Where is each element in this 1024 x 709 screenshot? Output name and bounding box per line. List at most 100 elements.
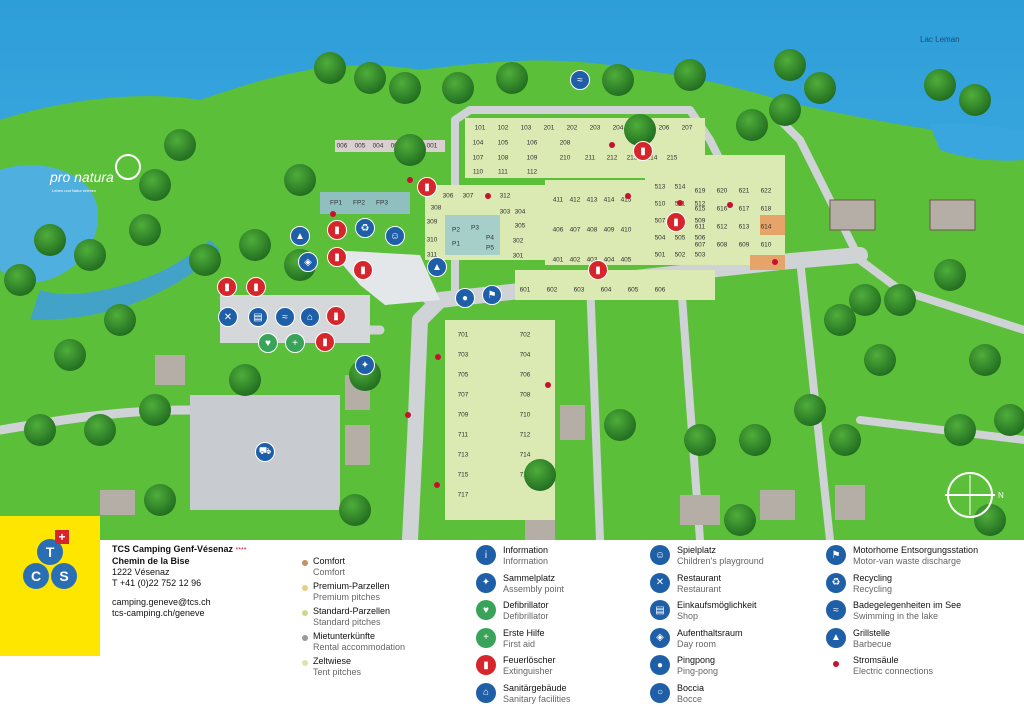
pitch-number: 108 — [498, 155, 509, 162]
motorhome-icon[interactable]: ⛟ — [255, 442, 275, 462]
tree — [602, 64, 634, 96]
day-room-icon[interactable]: ◈ — [298, 252, 318, 272]
pitch-number: 505 — [675, 235, 686, 242]
pond — [0, 165, 99, 283]
pitch-number: 204 — [613, 125, 624, 132]
electric-dot — [407, 177, 413, 183]
extinguisher-icon[interactable]: ▮ — [315, 332, 335, 352]
pitch-number: 606 — [655, 287, 666, 294]
pitch-number: 309 — [427, 219, 438, 226]
tree — [164, 129, 196, 161]
bocce-icon: ○ — [650, 682, 670, 703]
extinguisher-icon[interactable]: ▮ — [353, 260, 373, 280]
restaurant-icon[interactable]: ✕ — [218, 307, 238, 327]
pitch-number: 308 — [431, 205, 442, 212]
legend-label-de: Badegelegenheiten im See — [853, 600, 962, 610]
category-label-en: Premium pitches — [313, 592, 381, 602]
swimming-icon[interactable]: ≈ — [570, 70, 590, 90]
pitch-number: 107 — [473, 155, 484, 162]
pitch-number: 401 — [553, 257, 564, 264]
electric-connection-dots — [330, 142, 778, 488]
pitch-number: 504 — [655, 235, 666, 242]
electric-dot — [434, 482, 440, 488]
category-label-de: Mietunterkünfte — [313, 631, 376, 641]
electric-dot — [330, 211, 336, 217]
tree — [794, 394, 826, 426]
category-dot — [302, 560, 308, 566]
defibrillator-icon[interactable]: ♥ — [258, 333, 278, 353]
shop-icon[interactable]: ▤ — [248, 307, 268, 327]
pingpong-icon[interactable]: ● — [455, 288, 475, 308]
small-lake-right — [930, 123, 1024, 161]
extinguisher-icon[interactable]: ▮ — [666, 212, 686, 232]
camp-website[interactable]: tcs-camping.ch/geneve — [112, 608, 205, 618]
pitch-number: 601 — [520, 287, 531, 294]
pitch-number: 202 — [567, 125, 578, 132]
tree — [959, 84, 991, 116]
recycling-icon: ♻ — [826, 572, 846, 593]
tree — [34, 224, 66, 256]
playground-icon[interactable]: ☺ — [385, 226, 405, 246]
recycling-icon[interactable]: ♻ — [355, 218, 375, 238]
pitch-number: 210 — [560, 155, 571, 162]
extinguisher-icon[interactable]: ▮ — [588, 260, 608, 280]
tcs-logo: T C S + — [0, 516, 100, 656]
extinguisher-icon[interactable]: ▮ — [326, 306, 346, 326]
restaurant-icon: ✕ — [650, 572, 670, 593]
first-aid-icon[interactable]: + — [285, 333, 305, 353]
legend-label-de: Erste Hilfe — [503, 627, 545, 638]
assembly-icon[interactable]: ✦ — [355, 355, 375, 375]
barbecue-icon[interactable]: ▲ — [290, 226, 310, 246]
extinguisher-icon[interactable]: ▮ — [246, 277, 266, 297]
tcs-logo-c: C — [23, 563, 49, 589]
pitch-number: 503 — [695, 252, 706, 259]
tree — [974, 504, 1006, 536]
category-label-en: Standard pitches — [313, 617, 381, 627]
pitch-number: 306 — [443, 193, 454, 200]
swimming-icon: ≈ — [826, 600, 846, 620]
barbecue-icon[interactable]: ▲ — [427, 257, 447, 277]
category-label-en: Rental accommodation — [313, 642, 406, 652]
swimming-icon[interactable]: ≈ — [275, 307, 295, 327]
legend-label-en: Electric connections — [853, 666, 934, 676]
pitch-number: 712 — [520, 432, 531, 439]
extinguisher-icon[interactable]: ▮ — [327, 220, 347, 240]
pitch-number: 618 — [761, 206, 772, 213]
pitch-number: 305 — [515, 223, 526, 230]
tree — [769, 94, 801, 126]
pitch-number: P3 — [471, 225, 479, 232]
motorhome-icon[interactable]: ⚑ — [482, 285, 502, 305]
shop-icon: ▤ — [650, 600, 670, 620]
legend-label-de: Pingpong — [677, 655, 716, 665]
svg-text:Leben und Natur erleben: Leben und Natur erleben — [52, 188, 96, 193]
pitch-number: 101 — [475, 125, 486, 132]
pitch-number: 214 — [647, 155, 658, 162]
sanitary-icon[interactable]: ⌂ — [300, 307, 320, 327]
electric-dot — [772, 259, 778, 265]
day-room-icon: ◈ — [650, 627, 670, 648]
camp-city: 1222 Vésenaz — [112, 567, 170, 577]
pitch-number: 622 — [761, 188, 772, 195]
category-dot — [302, 635, 308, 641]
pitch-number: 102 — [498, 125, 509, 132]
pitch-number: 402 — [570, 257, 581, 264]
extinguisher-icon[interactable]: ▮ — [217, 277, 237, 297]
tree — [144, 484, 176, 516]
electric-dot — [405, 412, 411, 418]
extinguisher-icon[interactable]: ▮ — [633, 141, 653, 161]
tree — [354, 62, 386, 94]
pitch-number: 507 — [655, 218, 666, 225]
tree — [229, 364, 261, 396]
extinguisher-icon[interactable]: ▮ — [417, 177, 437, 197]
pitch-number: 206 — [659, 125, 670, 132]
legend-label-en: Bocce — [677, 693, 703, 704]
pitch-number: 005 — [355, 143, 366, 150]
camp-email[interactable]: camping.geneve@tcs.ch — [112, 597, 211, 607]
extinguisher-icon[interactable]: ▮ — [327, 247, 347, 267]
tcs-logo-s: S — [51, 563, 77, 589]
